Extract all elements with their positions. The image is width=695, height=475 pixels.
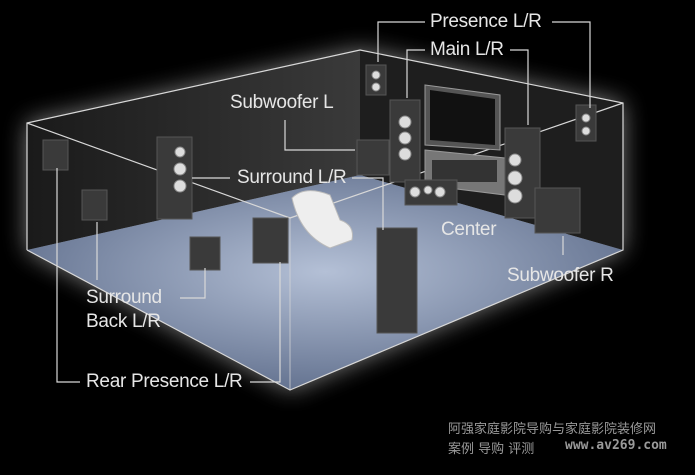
surround-back-left-speaker bbox=[81, 189, 108, 221]
label-surround: Surround L/R bbox=[237, 167, 347, 188]
watermark-url: www.av269.com bbox=[565, 438, 667, 453]
surround-back-right-speaker bbox=[189, 236, 221, 271]
watermark-line1: 阿强家庭影院导购与家庭影院装修网 bbox=[448, 422, 657, 437]
label-rear-presence: Rear Presence L/R bbox=[86, 371, 243, 392]
label-subwoofer-right: Subwoofer R bbox=[507, 265, 614, 286]
label-subwoofer-left: Subwoofer L bbox=[230, 92, 334, 113]
rear-presence-left-speaker bbox=[42, 139, 69, 171]
floor bbox=[27, 175, 623, 390]
label-surround-back-line2: Back L/R bbox=[86, 311, 161, 332]
rear-presence-right-speaker bbox=[252, 217, 289, 264]
label-presence: Presence L/R bbox=[430, 11, 542, 32]
left-wall bbox=[27, 50, 360, 250]
label-main: Main L/R bbox=[430, 39, 504, 60]
watermark-line2-cn: 案例 导购 评测 bbox=[448, 442, 535, 457]
tv bbox=[424, 84, 506, 196]
surround-left-speaker bbox=[156, 136, 193, 220]
presence-right-speaker bbox=[575, 104, 597, 142]
speaker-drivers bbox=[173, 70, 591, 204]
label-surround-back-line1: Surround bbox=[86, 287, 162, 308]
surround-right-speaker bbox=[376, 227, 418, 334]
subwoofer-left bbox=[356, 139, 390, 176]
chair bbox=[291, 190, 353, 249]
leader-lines bbox=[56, 21, 591, 383]
presence-left-speaker bbox=[365, 64, 387, 96]
subwoofer-right bbox=[534, 187, 581, 234]
label-center: Center bbox=[441, 219, 497, 240]
